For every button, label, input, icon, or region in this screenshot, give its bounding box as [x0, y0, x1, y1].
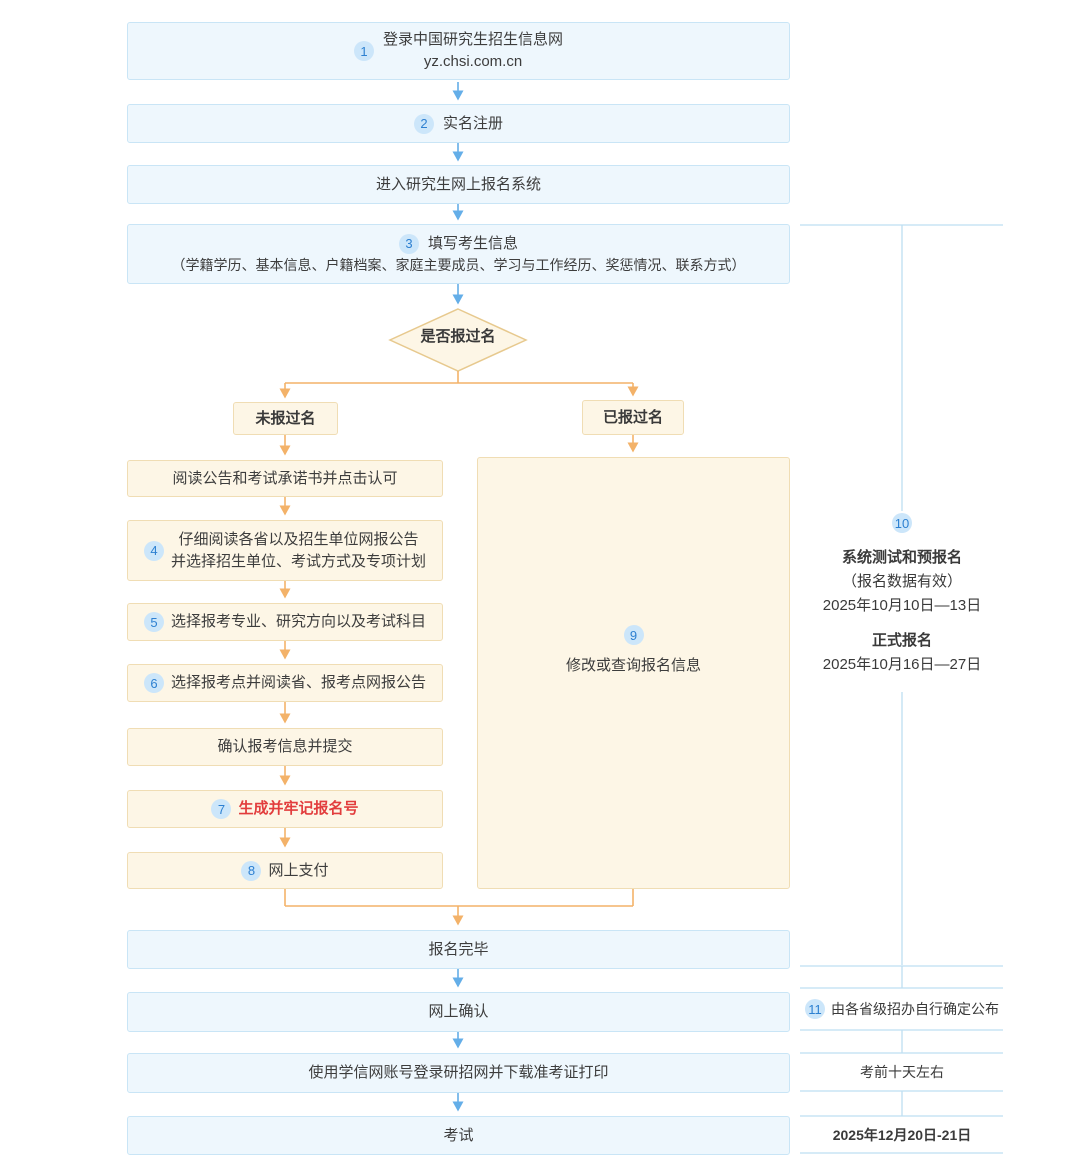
sidebar-exam-dates-label: 2025年12月20日-21日 [832, 1126, 972, 1143]
node-login-url: yz.chsi.com.cn [423, 53, 523, 70]
sidebar-pretest-dates: 2025年10月10日—13日 [822, 597, 982, 614]
sidebar-admit-note: 考前十天左右 [800, 1053, 1004, 1091]
branch-registered: 已报过名 [582, 400, 684, 435]
decision-label: 是否报过名 [420, 328, 496, 345]
sidebar-official-dates: 2025年10月16日—27日 [822, 656, 982, 673]
node-confirm-submit: 确认报考信息并提交 [127, 728, 443, 766]
node-registration-done-label: 报名完毕 [428, 940, 489, 958]
node-choose-unit: 4 仔细阅读各省以及招生单位网报公告 并选择招生单位、考试方式及专项计划 [127, 520, 443, 581]
node-enter-system: 进入研究生网上报名系统 [127, 165, 790, 204]
orange-arrows [279, 371, 639, 926]
node-pay-online: 8 网上支付 [127, 852, 443, 889]
branch-registered-label: 已报过名 [602, 408, 663, 426]
step-badge-10: 10 [892, 513, 912, 533]
step-badge-8: 8 [241, 860, 262, 881]
sidebar-confirm-note: 11 由各省级招办自行确定公布 [800, 988, 1004, 1030]
node-confirm-submit-label: 确认报考信息并提交 [217, 738, 353, 756]
step-badge-5: 5 [143, 612, 164, 632]
node-choose-major-label: 选择报考专业、研究方向以及考试科目 [170, 613, 426, 631]
node-modify-query-label: 修改或查询报名信息 [565, 657, 701, 675]
node-login: 1 登录中国研究生招生信息网 yz.chsi.com.cn [127, 22, 790, 80]
step-badge-6: 6 [143, 673, 164, 693]
node-exam-label: 考试 [443, 1126, 474, 1144]
node-remember-id: 7 生成并牢记报名号 [127, 790, 443, 828]
node-online-confirm-label: 网上确认 [428, 1003, 489, 1021]
sidebar-exam-dates: 2025年12月20日-21日 [800, 1116, 1004, 1153]
node-fill-info: 3 填写考生信息 （学籍学历、基本信息、户籍档案、家庭主要成员、学习与工作经历、… [127, 224, 790, 284]
node-enter-system-label: 进入研究生网上报名系统 [375, 175, 541, 193]
node-read-notice-label: 阅读公告和考试承诺书并点击认可 [172, 469, 398, 487]
step-badge-1: 1 [353, 41, 374, 61]
node-register: 2 实名注册 [127, 104, 790, 143]
step-badge-3: 3 [398, 233, 419, 254]
node-login-title: 登录中国研究生招生信息网 [382, 31, 563, 49]
node-online-confirm: 网上确认 [127, 992, 790, 1032]
sidebar-pretest-note: （报名数据有效） [841, 573, 962, 590]
node-choose-unit-line1: 仔细阅读各省以及招生单位网报公告 [178, 530, 419, 548]
step-badge-7: 7 [211, 799, 232, 819]
node-read-notice: 阅读公告和考试承诺书并点击认可 [127, 460, 443, 497]
step-badge-2: 2 [413, 113, 434, 134]
sidebar-admit-note-label: 考前十天左右 [860, 1064, 944, 1080]
sidebar-pretest-title: 系统测试和预报名 [841, 549, 962, 566]
step-badge-9: 9 [623, 625, 644, 646]
node-choose-unit-line2: 并选择招生单位、考试方式及专项计划 [170, 552, 426, 570]
node-download-ticket-label: 使用学信网账号登录研招网并下载准考证打印 [308, 1064, 609, 1082]
node-fill-info-detail: （学籍学历、基本信息、户籍档案、家庭主要成员、学习与工作经历、奖惩情况、联系方式… [171, 256, 746, 273]
sidebar-registration-period: 10 系统测试和预报名 （报名数据有效） 2025年10月10日—13日 正式报… [800, 513, 1004, 677]
node-exam: 考试 [127, 1116, 790, 1155]
sidebar-official-title: 正式报名 [871, 632, 932, 649]
step-badge-4: 4 [143, 540, 164, 561]
branch-not-registered: 未报过名 [233, 402, 338, 435]
branch-not-registered-label: 未报过名 [255, 409, 316, 427]
node-pay-online-label: 网上支付 [268, 861, 329, 879]
node-remember-id-label: 生成并牢记报名号 [238, 800, 359, 818]
node-registration-done: 报名完毕 [127, 930, 790, 969]
step-badge-11: 11 [805, 999, 825, 1019]
node-choose-site: 6 选择报考点并阅读省、报考点网报公告 [127, 664, 443, 702]
node-register-label: 实名注册 [442, 114, 503, 132]
sidebar-confirm-note-label: 由各省级招办自行确定公布 [831, 1001, 999, 1017]
sidebar-bracket-lines [800, 224, 1003, 1154]
node-fill-info-title: 填写考生信息 [427, 234, 518, 252]
node-download-ticket: 使用学信网账号登录研招网并下载准考证打印 [127, 1053, 790, 1093]
node-modify-query: 9 修改或查询报名信息 [477, 457, 790, 889]
node-choose-major: 5 选择报考专业、研究方向以及考试科目 [127, 603, 443, 641]
node-choose-site-label: 选择报考点并阅读省、报考点网报公告 [170, 674, 426, 692]
